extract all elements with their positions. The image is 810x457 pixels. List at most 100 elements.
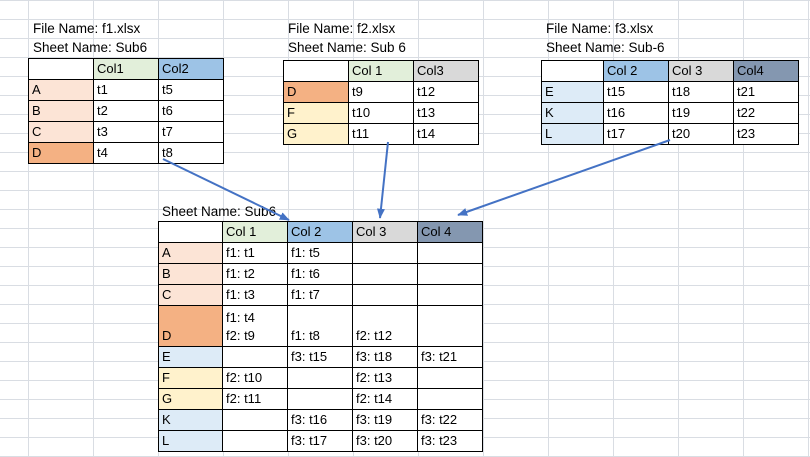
f2-source-cell-G-0[interactable]: t11 — [348, 123, 414, 145]
f1-source-cell-B-0[interactable]: t2 — [93, 100, 159, 122]
f3-source-row-label-L[interactable]: L — [541, 123, 604, 145]
merged-result-cell-K-2[interactable]: f3: t19 — [352, 409, 418, 431]
merged-result-cell-text: f1: t5 — [291, 245, 320, 260]
f1-source-cell-A-1[interactable]: t5 — [158, 79, 224, 101]
f2-source-cell-D-1[interactable]: t12 — [413, 81, 479, 103]
merged-result-cell-C-3[interactable] — [417, 284, 483, 306]
f3-source-cell-K-2[interactable]: t22 — [733, 102, 799, 124]
merged-result-header-cell-1[interactable]: Col 1 — [222, 221, 288, 243]
f2-source-row-label-D[interactable]: D — [283, 81, 349, 103]
f1-source-header-cell-2[interactable]: Col2 — [158, 58, 224, 80]
f2-source-header-cell-0[interactable] — [283, 60, 349, 82]
merged-result-cell-G-1[interactable] — [287, 388, 353, 410]
f3-source-cell-L-0[interactable]: t17 — [603, 123, 669, 145]
merged-result-row-label-G[interactable]: G — [158, 388, 223, 410]
merged-result-cell-C-2[interactable] — [352, 284, 418, 306]
arrow-f2-to-col3[interactable] — [376, 141, 389, 219]
merged-result-row-label-E[interactable]: E — [158, 346, 223, 368]
merged-result-cell-D-1[interactable]: f1: t8 — [287, 305, 353, 347]
f3-source-header-cell-0[interactable] — [541, 60, 604, 82]
f1-source-cell-C-0[interactable]: t3 — [93, 121, 159, 143]
merged-result-cell-K-0[interactable] — [222, 409, 288, 431]
merged-result-cell-D-3[interactable] — [417, 305, 483, 347]
f3-source-cell-E-2[interactable]: t21 — [733, 81, 799, 103]
merged-result-cell-L-2[interactable]: f3: t20 — [352, 430, 418, 452]
f3-source-row-label-E[interactable]: E — [541, 81, 604, 103]
merged-result-cell-C-0[interactable]: f1: t3 — [222, 284, 288, 306]
f1-source-row-label-A[interactable]: A — [28, 79, 94, 101]
merged-result-cell-E-1[interactable]: f3: t15 — [287, 346, 353, 368]
f2-source-cell-F-1[interactable]: t13 — [413, 102, 479, 124]
f2-source-header-cell-2[interactable]: Col3 — [413, 60, 479, 82]
merged-result-cell-G-2[interactable]: f2: t14 — [352, 388, 418, 410]
f3-source-cell-K-0[interactable]: t16 — [603, 102, 669, 124]
f3-source-header-cell-3[interactable]: Col4 — [733, 60, 799, 82]
f3-source-row-label-K[interactable]: K — [541, 102, 604, 124]
f3-source-header-cell-1[interactable]: Col 2 — [603, 60, 669, 82]
merged-result-cell-B-0[interactable]: f1: t2 — [222, 263, 288, 285]
merged-result-row-label-F[interactable]: F — [158, 367, 223, 389]
merged-result-cell-A-0[interactable]: f1: t1 — [222, 242, 288, 264]
f2-source-cell-D-0[interactable]: t9 — [348, 81, 414, 103]
merged-result-cell-C-1[interactable]: f1: t7 — [287, 284, 353, 306]
merged-result-cell-D-2[interactable]: f2: t12 — [352, 305, 418, 347]
f1-source-cell-B-1[interactable]: t6 — [158, 100, 224, 122]
f2-source-cell-G-1[interactable]: t14 — [413, 123, 479, 145]
f1-source-cell-C-1[interactable]: t7 — [158, 121, 224, 143]
f1-source-cell-D-1[interactable]: t8 — [158, 142, 224, 164]
f1-source-row-label-B[interactable]: B — [28, 100, 94, 122]
merged-result-cell-F-0[interactable]: f2: t10 — [222, 367, 288, 389]
merged-result-cell-G-0[interactable]: f2: t11 — [222, 388, 288, 410]
f2-source-row-label-F[interactable]: F — [283, 102, 349, 124]
merged-result-cell-B-3[interactable] — [417, 263, 483, 285]
merged-result-cell-L-1[interactable]: f3: t17 — [287, 430, 353, 452]
merged-result-cell-K-3[interactable]: f3: t22 — [417, 409, 483, 431]
merged-result-cell-F-1[interactable] — [287, 367, 353, 389]
merged-result-cell-E-2[interactable]: f3: t18 — [352, 346, 418, 368]
merged-result-row-label-A[interactable]: A — [158, 242, 223, 264]
merged-result-cell-K-1[interactable]: f3: t16 — [287, 409, 353, 431]
merged-result-row-label-L[interactable]: L — [158, 430, 223, 452]
merged-result-cell-A-1[interactable]: f1: t5 — [287, 242, 353, 264]
merged-result-cell-E-3[interactable]: f3: t21 — [417, 346, 483, 368]
f3-source-cell-L-2[interactable]: t23 — [733, 123, 799, 145]
merged-result-cell-F-2[interactable]: f2: t13 — [352, 367, 418, 389]
f1-source-cell-D-0[interactable]: t4 — [93, 142, 159, 164]
merged-result-cell-A-2[interactable] — [352, 242, 418, 264]
merged-result-cell-L-0[interactable] — [222, 430, 288, 452]
f1-source-row-label-C[interactable]: C — [28, 121, 94, 143]
merged-result-cell-B-1[interactable]: f1: t6 — [287, 263, 353, 285]
f3-source-cell-E-1[interactable]: t18 — [668, 81, 734, 103]
f3-source-cell-L-1[interactable]: t20 — [668, 123, 734, 145]
merged-result-cell-A-3[interactable] — [417, 242, 483, 264]
f3-source-header-cell-2[interactable]: Col 3 — [668, 60, 734, 82]
merged-result-header-cell-2[interactable]: Col 2 — [287, 221, 353, 243]
f1-source-header-cell-1[interactable]: Col1 — [93, 58, 159, 80]
merged-result-cell-F-3[interactable] — [417, 367, 483, 389]
merged-result-row-label-K[interactable]: K — [158, 409, 223, 431]
merged-result-cell-B-2[interactable] — [352, 263, 418, 285]
f2-file-name-label: File Name: f2.xlsx — [288, 21, 396, 36]
merged-result-cell-E-0[interactable] — [222, 346, 288, 368]
merged-result-cell-G-3[interactable] — [417, 388, 483, 410]
f1-source-row-label-D[interactable]: D — [28, 142, 94, 164]
f2-source-header-cell-1[interactable]: Col 1 — [348, 60, 414, 82]
f1-source-header-cell-0[interactable] — [28, 58, 94, 80]
f3-source-cell-K-1[interactable]: t19 — [668, 102, 734, 124]
arrow-f3-to-col4[interactable] — [457, 139, 671, 216]
f1-source-cell-A-0[interactable]: t1 — [93, 79, 159, 101]
merged-result-header-cell-3[interactable]: Col 3 — [352, 221, 418, 243]
merged-result-row-label-C[interactable]: C — [158, 284, 223, 306]
f2-source-cell-F-0[interactable]: t10 — [348, 102, 414, 124]
f2-source-row-label-G[interactable]: G — [283, 123, 349, 145]
merged-result-cell-L-3[interactable]: f3: t23 — [417, 430, 483, 452]
merged-result-row-label-B[interactable]: B — [158, 263, 223, 285]
merged-result-header-cell-4[interactable]: Col 4 — [417, 221, 483, 243]
merged-result-header-cell-0[interactable] — [158, 221, 223, 243]
f3-source-cell-E-0[interactable]: t15 — [603, 81, 669, 103]
merged-result-row-label-D[interactable]: D — [158, 305, 223, 347]
